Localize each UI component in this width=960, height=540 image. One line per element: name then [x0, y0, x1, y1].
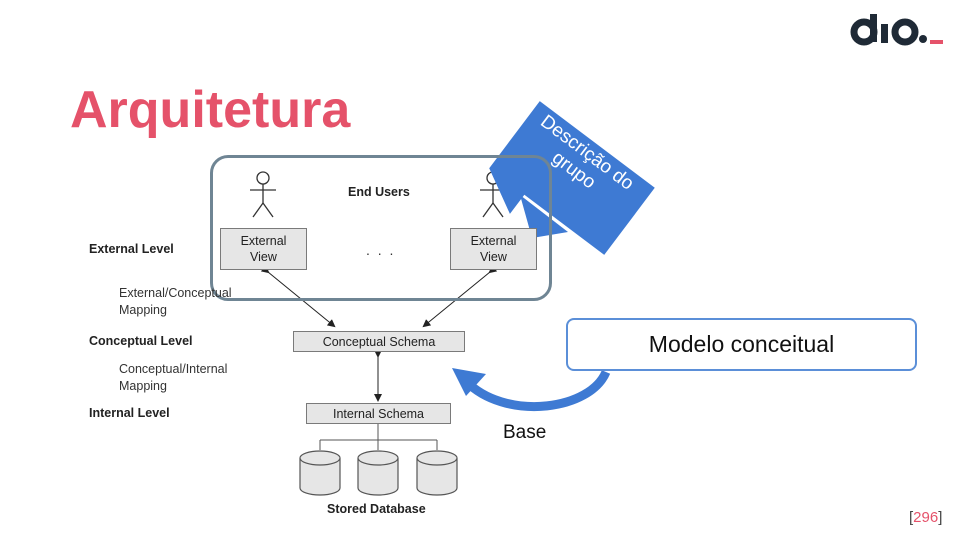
callout-arrow [489, 101, 655, 255]
ellipsis: . . . [366, 242, 396, 258]
external-view-right: External View [450, 228, 537, 270]
modelo-conceitual-box: Modelo conceitual [566, 318, 917, 371]
slide-title: Arquitetura [70, 81, 351, 139]
db-connectors [319, 424, 438, 450]
external-level-label: External Level [89, 242, 174, 256]
callout-arrow-tip [520, 195, 568, 238]
modelo-conceitual-label: Modelo conceitual [648, 331, 835, 357]
conceptual-internal-mapping-label: Conceptual/Internal Mapping [119, 362, 228, 393]
dio-logo [850, 12, 946, 57]
conceptual-level-label: Conceptual Level [89, 334, 193, 348]
external-conceptual-mapping-label: External/Conceptual Mapping [119, 286, 232, 317]
stored-database-label: Stored Database [327, 502, 426, 516]
conceptual-schema: Conceptual Schema [293, 331, 465, 352]
internal-level-label: Internal Level [89, 406, 170, 420]
end-users-group-box [210, 155, 552, 301]
base-curved-arrow [452, 368, 611, 412]
internal-schema: Internal Schema [306, 403, 451, 424]
person-icon [250, 171, 276, 218]
end-users-label: End Users [348, 185, 410, 199]
database-icon [416, 450, 458, 496]
database-icon [357, 450, 399, 496]
page-number: [296] [909, 509, 943, 526]
base-label: Base [503, 422, 547, 443]
external-view-left: External View [220, 228, 307, 270]
database-icon [299, 450, 341, 496]
